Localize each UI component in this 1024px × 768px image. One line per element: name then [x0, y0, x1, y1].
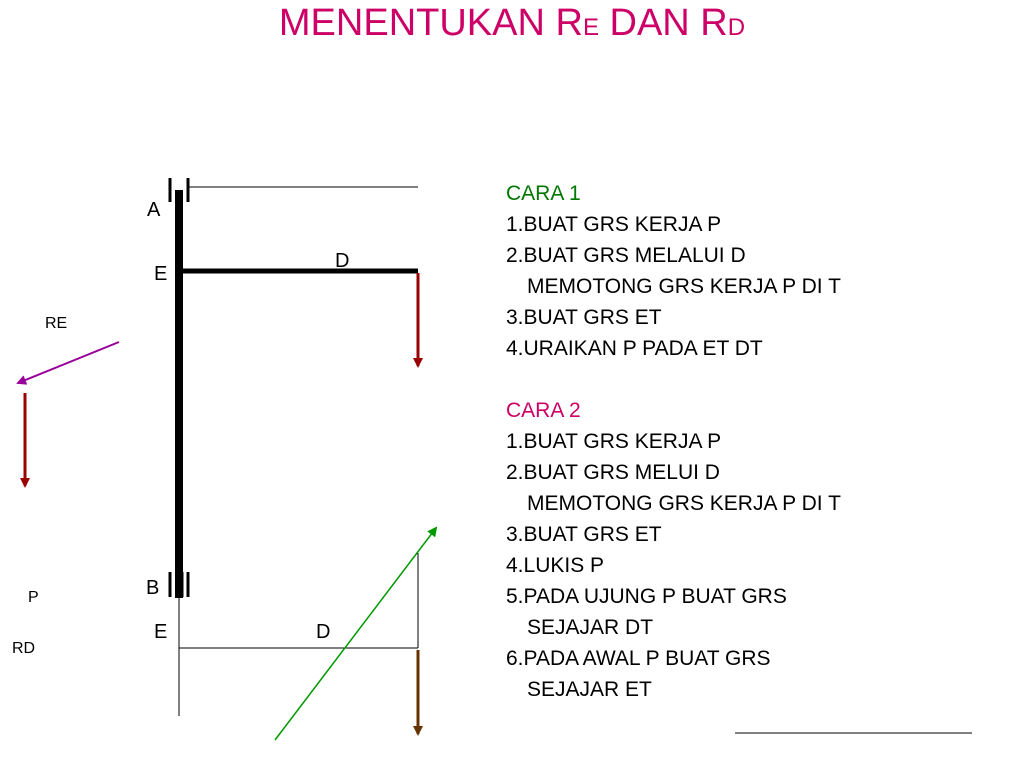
- reaction-re-arrow: [16, 341, 120, 385]
- cara2-step: 1.BUAT GRS KERJA P: [506, 430, 722, 453]
- cara2-step: 3.BUAT GRS ET: [506, 523, 662, 546]
- cara1-step: 2.BUAT GRS MELALUI D: [506, 244, 746, 267]
- label-a: A: [147, 199, 161, 221]
- working-line-green: [274, 526, 438, 741]
- title-text-2: DAN R: [598, 2, 728, 44]
- label-d-top: D: [335, 250, 350, 272]
- title-subscript-e: E: [582, 14, 599, 41]
- label-b: B: [146, 577, 160, 599]
- title-subscript-d: D: [727, 14, 746, 41]
- cara1-step: 1.BUAT GRS KERJA P: [506, 213, 722, 236]
- page-title: MENENTUKAN RE DAN RD: [0, 0, 1024, 51]
- support-a-icon: [168, 178, 190, 202]
- cara2-step: SEJAJAR ET: [527, 678, 652, 701]
- cara2-heading: CARA 2: [506, 399, 581, 422]
- cara1-step: 4.URAIKAN P PADA ET DT: [506, 337, 763, 360]
- cara1-heading: CARA 1: [506, 182, 581, 205]
- cara2-step: MEMOTONG GRS KERJA P DI T: [527, 492, 841, 515]
- label-rd: RD: [12, 640, 36, 657]
- support-b-icon: [168, 572, 190, 597]
- cara2-step: 6.PADA AWAL P BUAT GRS: [506, 647, 771, 670]
- label-re: RE: [45, 315, 68, 332]
- title-text-1: MENENTUKAN R: [278, 2, 583, 44]
- label-e-bottom: E: [154, 621, 168, 643]
- method-steps: CARA 1 1.BUAT GRS KERJA P 2.BUAT GRS MEL…: [506, 178, 1006, 705]
- cara1-step: MEMOTONG GRS KERJA P DI T: [527, 275, 841, 298]
- cara2-step: SEJAJAR DT: [527, 616, 654, 639]
- cara1-step: 3.BUAT GRS ET: [506, 306, 662, 329]
- cara2-step: 4.LUKIS P: [506, 554, 605, 577]
- cara2-step: 5.PADA UJUNG P BUAT GRS: [506, 585, 787, 608]
- label-p: P: [28, 589, 39, 606]
- cara2-step: 2.BUAT GRS MELUI D: [506, 461, 720, 484]
- label-d-bottom: D: [316, 621, 331, 643]
- label-e-top: E: [154, 263, 168, 285]
